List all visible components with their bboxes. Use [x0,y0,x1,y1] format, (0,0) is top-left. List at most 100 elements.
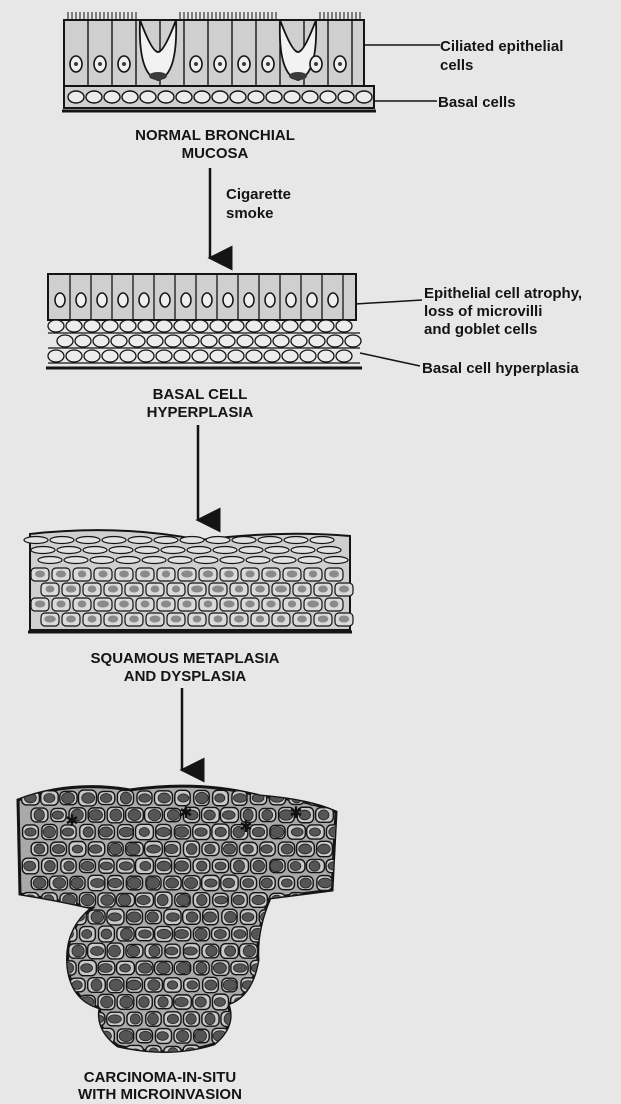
atypical-nucleus [235,586,243,593]
hyperplastic-basal-cell [255,335,271,347]
basal-cell [140,91,156,103]
malignant-cell [260,1046,275,1060]
malignant-cell [60,927,77,942]
malignant-nucleus [328,964,339,973]
malignant-nucleus [120,792,131,804]
hyperplastic-basal-cell [300,350,316,362]
nucleus [181,293,191,307]
malignant-nucleus [101,996,113,1008]
malignant-cell [22,960,39,975]
hyperplastic-basal-cell [282,320,298,332]
hyperplastic-basal-cell [192,320,208,332]
atypical-nucleus [266,601,275,608]
malignant-cell [251,995,266,1008]
hyperplastic-basal-cell [66,320,82,332]
malignant-cell [69,1046,87,1060]
malignant-cell [326,790,342,805]
nucleus [55,293,65,307]
malignant-nucleus [205,1013,215,1024]
malignant-nucleus [167,1014,178,1023]
hyperplastic-basal-cell [48,320,64,332]
malignant-nucleus [110,1049,121,1057]
malignant-nucleus [139,794,151,802]
malignant-nucleus [149,945,160,957]
malignant-nucleus [205,879,217,887]
malignant-nucleus [149,1048,159,1058]
malignant-nucleus [44,963,56,972]
atypical-nucleus [330,601,339,608]
atypical-nucleus [339,616,350,623]
hyperplastic-basal-cell [345,335,361,347]
hyperplastic-basal-cell [318,350,334,362]
hyperplastic-basal-cell [336,350,352,362]
flattened-cell [76,537,100,544]
malignant-nucleus [89,1048,102,1057]
malignant-cell [278,977,295,993]
malignant-nucleus [119,1030,133,1041]
malignant-cell [221,1045,237,1060]
malignant-nucleus [109,843,122,855]
malignant-cell [41,994,58,1009]
atypical-nucleus [275,586,287,593]
malignant-nucleus [261,878,272,888]
malignant-nucleus [127,945,139,956]
hyperplastic-basal-cell [246,320,262,332]
hyperplastic-basal-cell [201,335,217,347]
malignant-nucleus [33,1047,45,1059]
malignant-nucleus [318,878,332,888]
malignant-nucleus [157,894,168,905]
malignant-cell [250,1029,267,1044]
hyperplastic-basal-cell [93,335,109,347]
malignant-nucleus [281,980,293,991]
malignant-nucleus [138,963,151,973]
malignant-cell [279,944,294,957]
flattened-cell [291,547,315,554]
malignant-nucleus [34,844,45,854]
hyperplastic-basal-cell [57,335,73,347]
malignant-nucleus [175,930,188,939]
malignant-nucleus [309,896,322,905]
malignant-nucleus [310,792,320,803]
malignant-nucleus [166,878,179,888]
malignant-cell [278,910,296,923]
malignant-nucleus [233,860,244,872]
malignant-nucleus [147,912,158,923]
malignant-nucleus [243,945,255,956]
malignant-nucleus [81,861,94,870]
malignant-nucleus [25,828,36,836]
malignant-nucleus [279,945,292,956]
malignant-cell [31,910,47,923]
malignant-nucleus [53,981,63,990]
atypical-nucleus [140,571,150,578]
nucleus [244,293,254,307]
malignant-nucleus [167,810,179,821]
malignant-nucleus [205,980,217,990]
columnar-layer [64,20,364,86]
malignant-nucleus [271,963,283,972]
malignant-nucleus [215,794,225,802]
hyperplastic-basal-cell [300,320,316,332]
malignant-nucleus [139,1031,151,1041]
goblet-nucleus [289,72,307,80]
hyperplastic-basal-cell [309,335,325,347]
atypical-nucleus [97,601,109,608]
malignant-nucleus [243,879,254,888]
malignant-nucleus [109,945,121,957]
nucleus [97,293,107,307]
basal-cell [122,91,138,103]
malignant-nucleus [91,947,104,956]
malignant-nucleus [222,811,235,820]
hyperplastic-basal-cell [111,335,127,347]
basal-hyperplasia-label: Basal cell hyperplasia [422,360,579,377]
flattened-cell [31,547,55,554]
atypical-nucleus [307,601,319,608]
malignant-cell [259,977,276,993]
atypical-nucleus [161,601,171,608]
atypical-nucleus [151,586,160,593]
malignant-nucleus [168,1048,178,1059]
malignant-cell [326,1029,342,1044]
malignant-nucleus [327,896,340,904]
malignant-nucleus [291,928,303,940]
malignant-nucleus [83,827,93,837]
malignant-nucleus [300,878,311,888]
